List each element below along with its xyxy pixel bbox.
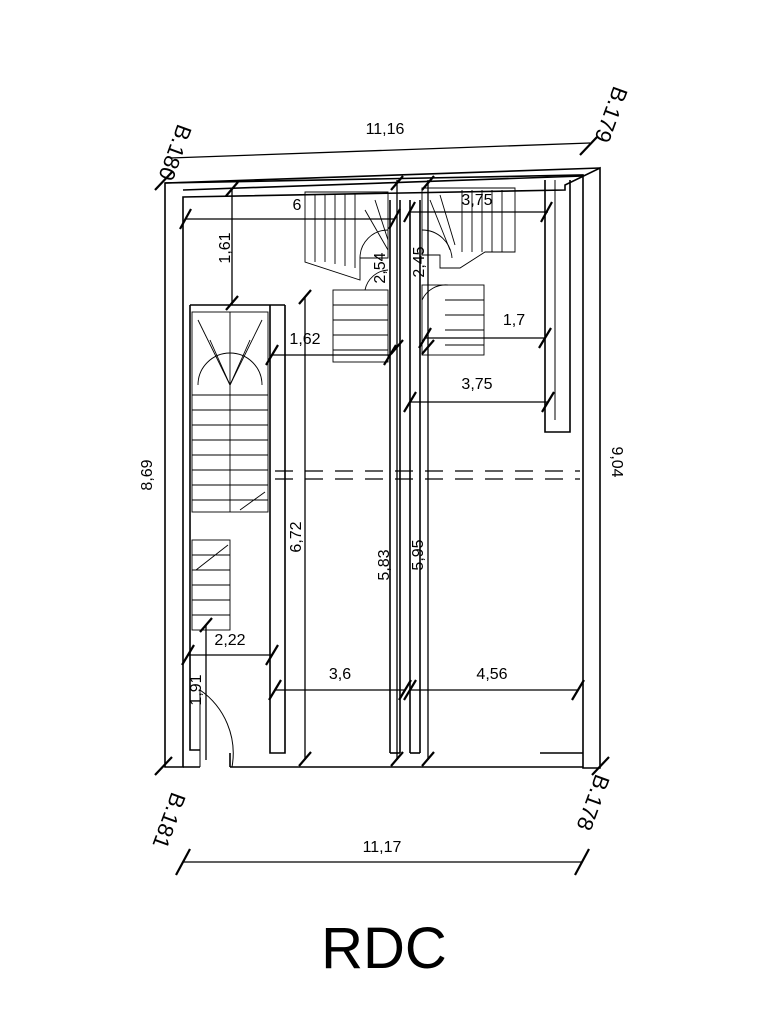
dim-583: 5,83: [376, 549, 393, 580]
stair-left: [191, 311, 269, 631]
stair-central-right: [421, 187, 516, 356]
dim-bottom-overall: 11,17: [363, 839, 402, 856]
dim-top-overall: 11,16: [366, 121, 405, 138]
dim-254: 2,54: [372, 252, 389, 283]
dim-162: 1,62: [289, 331, 320, 348]
corner-label-top-right: B.179: [589, 83, 632, 146]
entrance-door: [199, 689, 234, 768]
dim-left-overall: 8,69: [139, 459, 156, 490]
stair-central-left: [304, 191, 389, 363]
dim-6: 6: [293, 197, 302, 214]
corner-label-bottom-left: B.181: [147, 789, 190, 852]
dim-191: 1,91: [188, 674, 205, 705]
dim-245: 2,45: [411, 246, 428, 277]
dimension-lines: [154, 136, 610, 876]
dim-36: 3,6: [329, 666, 351, 683]
dim-375-top: 3,75: [461, 192, 492, 209]
interior-walls: [189, 180, 583, 754]
dim-222: 2,22: [214, 632, 245, 649]
corner-label-bottom-right: B.178: [571, 771, 614, 834]
dim-161: 1,61: [217, 232, 234, 263]
corner-label-top-left: B.180: [153, 121, 196, 184]
dim-right-overall: 9,04: [608, 446, 625, 477]
dim-456: 4,56: [476, 666, 507, 683]
dim-595: 5,95: [410, 539, 427, 570]
dim-17: 1,7: [503, 312, 525, 329]
dim-672: 6,72: [288, 521, 305, 552]
outer-walls: [164, 166, 601, 769]
dim-375-mid: 3,75: [461, 376, 492, 393]
plan-title: RDC: [321, 916, 447, 981]
